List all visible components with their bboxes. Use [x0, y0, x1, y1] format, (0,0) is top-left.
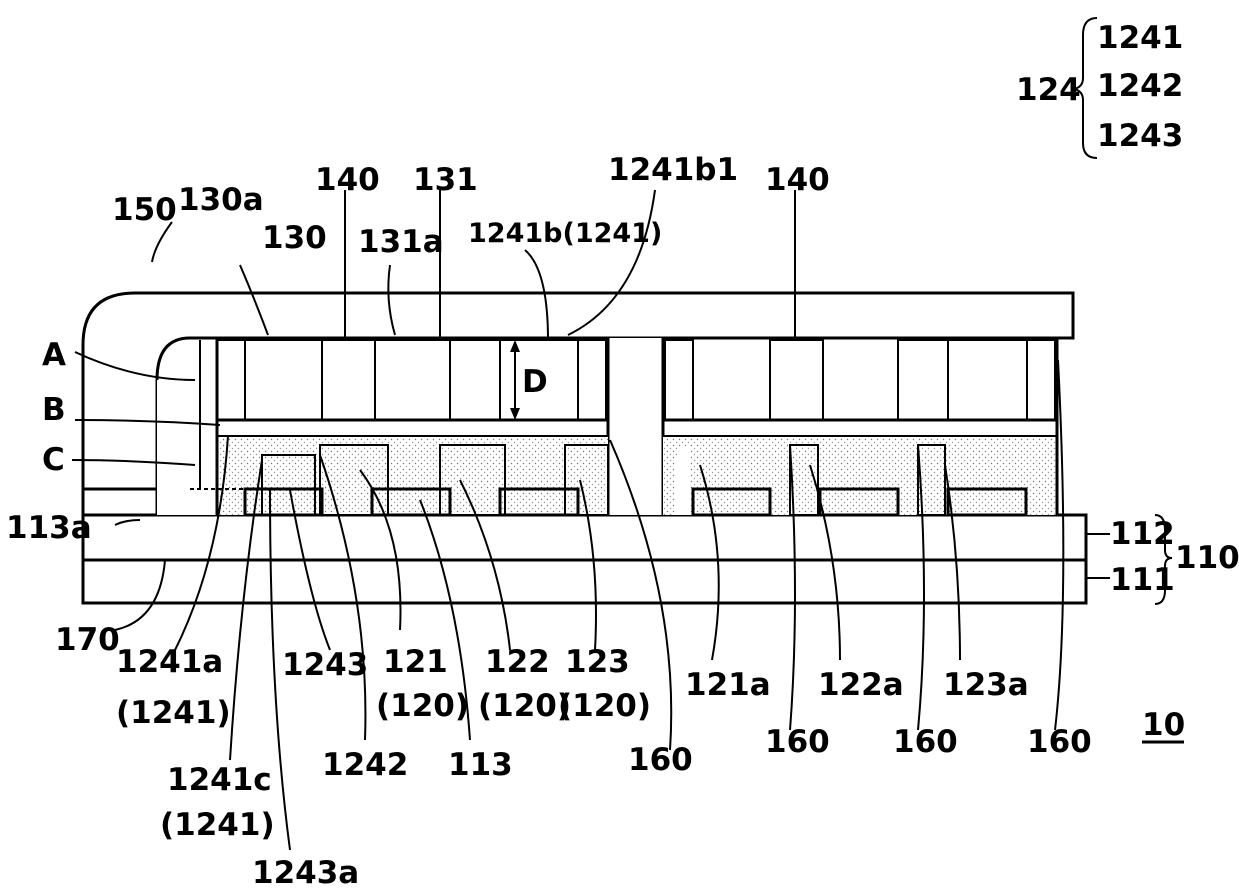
label-121-sub: (120): [376, 688, 469, 724]
cell-130: [245, 340, 322, 420]
label-1243-bottom: 1243: [282, 647, 368, 683]
label-131: 131: [413, 162, 478, 198]
layer-112: [83, 515, 1086, 560]
label-1242-bottom: 1242: [322, 747, 408, 783]
label-110: 110: [1175, 540, 1239, 576]
label-160-d: 160: [1027, 724, 1092, 760]
label-D: D: [522, 364, 548, 400]
label-1241c: 1241c: [167, 762, 272, 798]
label-121: 121: [383, 644, 448, 680]
label-130: 130: [262, 220, 327, 256]
label-150: 150: [112, 192, 177, 228]
label-160-c: 160: [893, 724, 958, 760]
bracket-124: 124 1241 1242 1243: [1016, 18, 1183, 158]
gap-160-main: [608, 338, 663, 515]
label-A: A: [42, 337, 66, 373]
label-1243: 1243: [1097, 118, 1183, 154]
label-1241c-sub: (1241): [160, 807, 275, 843]
label-111: 111: [1110, 562, 1175, 598]
label-122a: 122a: [818, 667, 904, 703]
cell-131: [375, 340, 450, 420]
label-122: 122: [485, 644, 550, 680]
label-124: 124: [1016, 72, 1081, 108]
label-160-a: 160: [628, 742, 693, 778]
label-131a: 131a: [358, 224, 444, 260]
label-1242: 1242: [1097, 68, 1183, 104]
labels: 150 130a 130 140 131a 131 1241b(1241) 12…: [6, 152, 1239, 891]
region-1241b-right: [948, 340, 1027, 420]
label-1241a-sub: (1241): [116, 695, 231, 731]
label-112: 112: [1110, 516, 1175, 552]
label-C: C: [42, 442, 65, 478]
label-10: 10: [1142, 707, 1185, 743]
label-113: 113: [448, 747, 513, 783]
label-1241a: 1241a: [116, 644, 223, 680]
region-170: [157, 380, 217, 515]
label-123: 123: [565, 644, 630, 680]
label-123-sub: (120): [558, 688, 651, 724]
label-B: B: [42, 392, 66, 428]
label-113a: 113a: [6, 510, 92, 546]
label-1241b: 1241b(1241): [468, 218, 662, 249]
label-121a: 121a: [685, 667, 771, 703]
layer-1241a-right: [663, 436, 1057, 515]
label-140-left: 140: [315, 162, 380, 198]
layer-111: [83, 560, 1086, 603]
label-1241b1: 1241b1: [608, 152, 738, 188]
label-160-b: 160: [765, 724, 830, 760]
label-123a: 123a: [943, 667, 1029, 703]
label-1241: 1241: [1097, 20, 1183, 56]
label-130a: 130a: [178, 182, 264, 218]
pad-113a: [83, 489, 157, 515]
layer-1241a-left: [217, 436, 608, 515]
label-1243a: 1243a: [252, 855, 359, 891]
label-140-right: 140: [765, 162, 830, 198]
label-170: 170: [55, 622, 120, 658]
